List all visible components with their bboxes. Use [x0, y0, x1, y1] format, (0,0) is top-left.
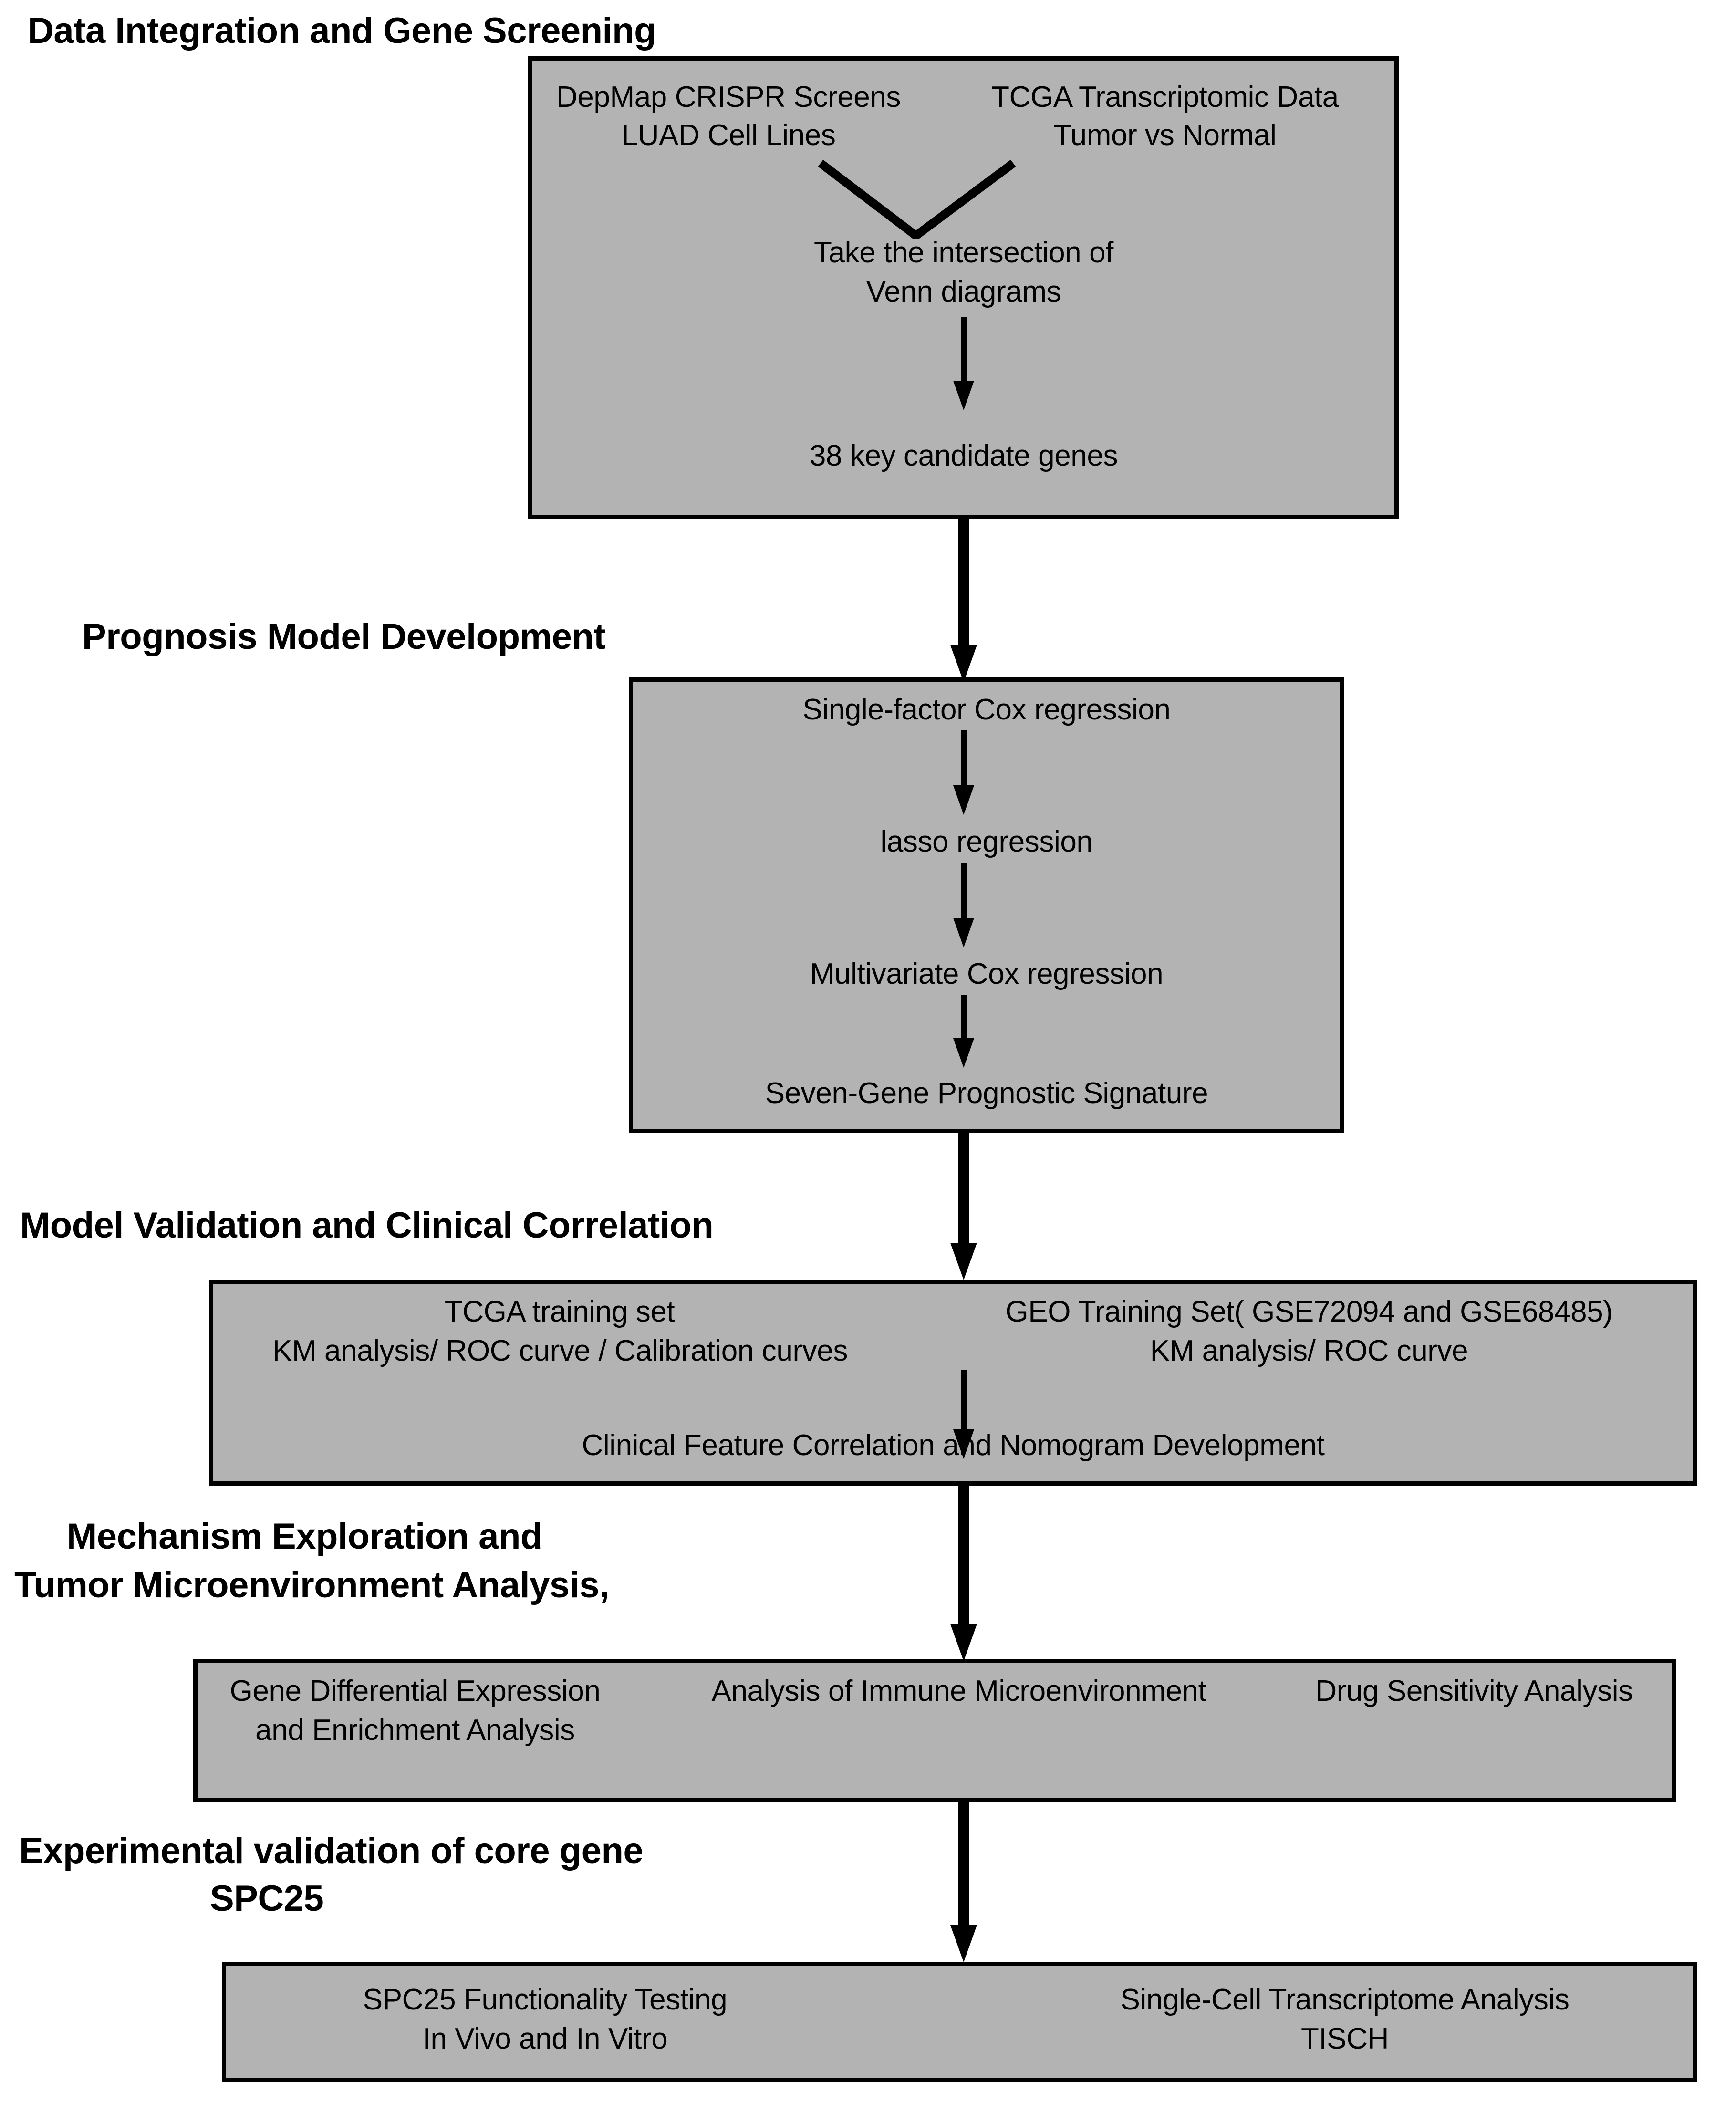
node-single-cell-transcriptome-line2: TISCH — [1300, 2022, 1389, 2055]
node-tcga-transcriptomic-line1: TCGA Transcriptomic Data — [991, 81, 1339, 114]
node-take-intersection-line2: Venn diagrams — [866, 275, 1061, 308]
arrow-box4-to-box5 — [934, 1802, 993, 1962]
node-geo-training-set-line1: GEO Training Set( GSE72094 and GSE68485) — [1005, 1295, 1613, 1328]
node-spc25-functionality-line2: In Vivo and In Vitro — [422, 2022, 668, 2055]
node-38-key-candidate-genes: 38 key candidate genes — [809, 439, 1118, 472]
arrow-intersection-to-candidates — [944, 317, 984, 410]
node-multivariate-cox: Multivariate Cox regression — [810, 958, 1164, 990]
node-single-cell-transcriptome-line1: Single-Cell Transcriptome Analysis — [1120, 1983, 1570, 2016]
box-prognosis-model — [629, 677, 1344, 1133]
node-tcga-training-set-line1: TCGA training set — [444, 1295, 675, 1328]
arrow-box3-to-box4 — [934, 1486, 993, 1661]
node-immune-microenvironment: Analysis of Immune Microenvironment — [711, 1675, 1206, 1707]
section-heading-experimental-line2: SPC25 — [210, 1878, 324, 1919]
section-heading-data-integration: Data Integration and Gene Screening — [28, 10, 656, 51]
node-geo-training-set-line2: KM analysis/ ROC curve — [1150, 1334, 1468, 1367]
box-mechanism — [193, 1659, 1676, 1802]
node-tcga-transcriptomic-line2: Tumor vs Normal — [1053, 119, 1277, 152]
section-heading-model-validation: Model Validation and Clinical Correlatio… — [20, 1205, 714, 1246]
node-gene-differential-expression-line2: and Enrichment Analysis — [255, 1714, 575, 1747]
section-heading-mechanism-line1: Mechanism Exploration and — [67, 1516, 542, 1557]
node-depmap-crispr-line1: DepMap CRISPR Screens — [556, 81, 901, 114]
arrow-multicox-to-signature — [944, 995, 984, 1068]
node-tcga-training-set-line2: KM analysis/ ROC curve / Calibration cur… — [272, 1334, 848, 1367]
node-single-factor-cox: Single-factor Cox regression — [802, 693, 1171, 726]
arrow-singlecox-to-lasso — [944, 730, 984, 815]
section-heading-prognosis-model: Prognosis Model Development — [82, 616, 606, 657]
box-data-integration — [528, 56, 1399, 519]
section-heading-mechanism-line2: Tumor Microenvironment Analysis, — [14, 1565, 609, 1605]
node-lasso-regression: lasso regression — [880, 825, 1093, 858]
node-spc25-functionality-line1: SPC25 Functionality Testing — [363, 1983, 728, 2016]
node-gene-differential-expression-line1: Gene Differential Expression — [229, 1675, 601, 1707]
arrow-lasso-to-multicox — [944, 863, 984, 947]
arrow-validation-to-nomogram — [944, 1370, 984, 1459]
node-seven-gene-signature: Seven-Gene Prognostic Signature — [765, 1077, 1208, 1110]
section-heading-experimental-line1: Experimental validation of core gene — [19, 1831, 644, 1871]
box-experimental-validation — [222, 1962, 1697, 2082]
node-drug-sensitivity: Drug Sensitivity Analysis — [1315, 1675, 1633, 1707]
arrow-box2-to-box3 — [934, 1133, 993, 1280]
node-take-intersection-line1: Take the intersection of — [814, 236, 1113, 269]
node-clinical-feature-nomogram: Clinical Feature Correlation and Nomogra… — [582, 1429, 1325, 1462]
node-depmap-crispr-line2: LUAD Cell Lines — [621, 119, 836, 152]
merge-connector-v — [817, 160, 1017, 239]
arrow-box1-to-box2 — [934, 519, 993, 682]
